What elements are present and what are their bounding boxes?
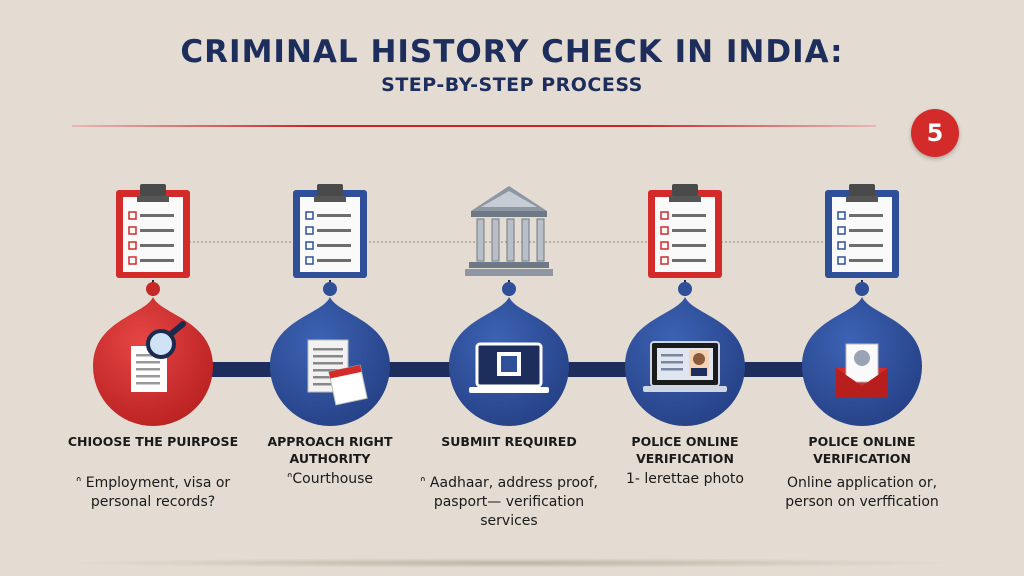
- step-description: Online application or, person on verffic…: [785, 475, 939, 510]
- step-node: [678, 282, 692, 296]
- step-3: [449, 186, 569, 426]
- step-2: [270, 184, 390, 426]
- clipboard-red-icon: [648, 184, 722, 278]
- step-description: ᐢCourthouse: [286, 471, 374, 487]
- connector-bar: [743, 362, 804, 377]
- step-label: POLICE ONLINE VERIFICATION: [631, 434, 739, 466]
- connector-bar: [388, 362, 451, 377]
- step-node: [855, 282, 869, 296]
- step-count-badge: 5: [911, 109, 959, 157]
- step-description: ᐢ Employment, visa or personal records?: [75, 475, 231, 510]
- step-node: [323, 282, 337, 296]
- step-label: SUBMIIT REQUIRED: [441, 434, 577, 449]
- laptop-profile-icon: [643, 341, 727, 392]
- step-label: APPROACH RIGHT AUTHORITY: [267, 434, 393, 466]
- laptop-icon: [469, 342, 549, 393]
- step-description: 1- lerettae photo: [626, 471, 744, 487]
- step-node: [146, 282, 160, 296]
- envelope-icon: [836, 343, 888, 398]
- step-node: [502, 282, 516, 296]
- step-5: [802, 184, 922, 426]
- step-label: POLICE ONLINE VERIFICATION: [808, 434, 916, 466]
- floor-shadow: [60, 558, 964, 568]
- clipboard-blue-icon: [293, 184, 367, 278]
- page-title: CRIMINAL HISTORY CHECK IN INDIA:: [180, 34, 844, 70]
- document-magnifier-icon: [131, 321, 186, 392]
- page-subtitle: STEP-BY-STEP PROCESS: [381, 74, 643, 96]
- step-1: [93, 184, 213, 426]
- step-label: CHIOOSE THE PUIRPOSE: [67, 434, 239, 449]
- clipboard-red-icon: [116, 184, 190, 278]
- step-description: ᐢ Aadhaar, address proof, pasport— verif…: [420, 475, 598, 529]
- step-4: [625, 184, 745, 426]
- connector-bar: [567, 362, 627, 377]
- courthouse-icon: [465, 186, 553, 276]
- clipboard-blue-icon: [825, 184, 899, 278]
- title-underline: [72, 125, 876, 127]
- documents-icon: [307, 339, 368, 406]
- connector-bar: [211, 362, 272, 377]
